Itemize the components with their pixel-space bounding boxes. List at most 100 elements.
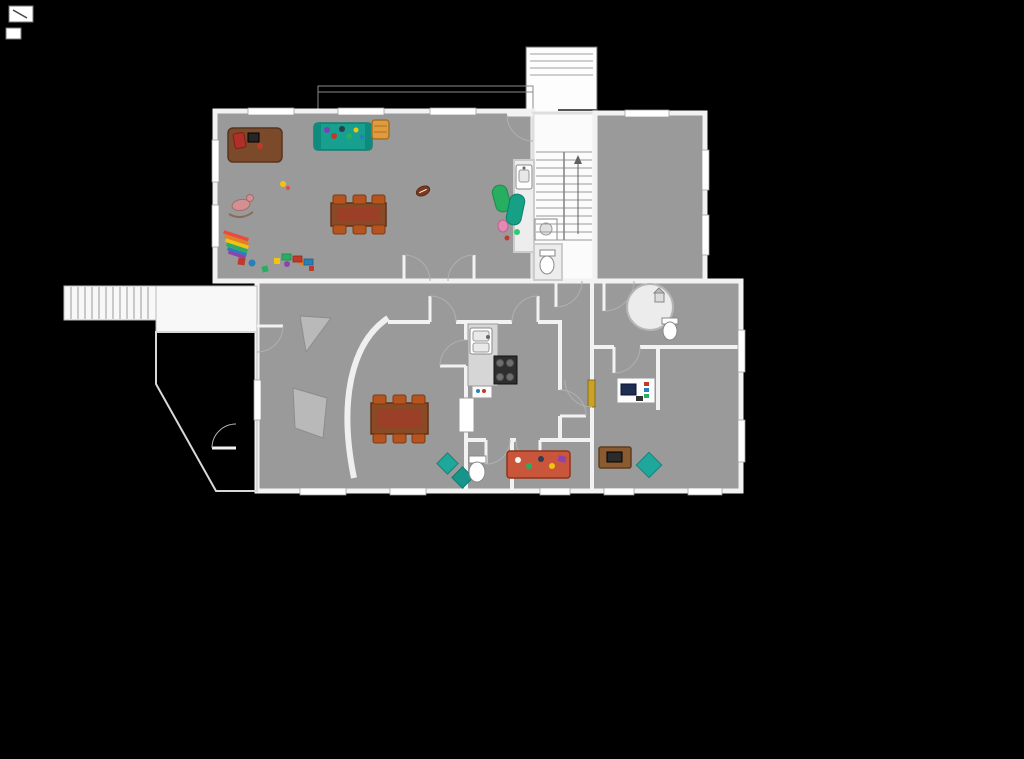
playroom-chair [332,194,347,205]
bench-item [549,463,555,469]
xylophone-bar [226,246,248,257]
door-arc [447,254,475,282]
dining-chair [411,394,426,405]
toy-block [237,257,246,266]
sink-basin [472,342,490,353]
window [247,107,295,116]
bench-item-block [557,455,567,463]
entry-porch [525,46,598,114]
toy-block [309,266,314,271]
xylophone-bar [227,250,247,260]
window [389,487,427,496]
desk-pen-blue [644,388,649,392]
window [253,379,262,421]
balcony-outline [317,85,534,112]
bath-mat [436,452,459,475]
yellow-door-leaf [587,379,596,408]
playroom-chair [352,194,367,205]
toy-red [286,186,290,190]
dining-chair [411,433,426,444]
toy-ball [248,259,256,267]
planter-shape-2 [292,387,328,439]
stove-burner [496,359,504,367]
toy-bench [506,450,571,479]
sofa-toy [359,134,365,140]
playroom-chair [371,224,386,235]
curved-wall [344,315,390,479]
toy-train-car [281,253,292,261]
toy-pink [497,219,509,233]
wc-toilet-bowl [539,255,555,275]
planter-shape-1 [299,315,332,354]
window [701,149,710,191]
toy-train-car [303,258,314,266]
cabinet-red-bag [232,131,247,150]
teal-rug [635,451,663,479]
entry-landing [155,285,258,333]
shower-glyph-roof [652,287,666,294]
bath-sink-faucet [522,166,526,170]
bench-item [538,456,544,462]
door-arc [613,346,641,374]
cart-item-blue [476,389,480,393]
side-terrace-outline [155,331,258,492]
dining-chair [372,394,387,405]
desk-pen-green [644,394,649,398]
toy-basket [371,119,390,140]
toilet-bowl-right [662,321,678,341]
window [687,487,723,496]
desk-pen-red [644,382,649,386]
door-arc [555,280,583,308]
window [603,487,635,496]
toy-green-small [514,229,520,235]
desk-item-dark [636,396,643,401]
bench-item [526,463,532,469]
dining-chair [392,394,407,405]
window [211,139,220,183]
window [737,419,746,463]
window [701,214,710,256]
xylophone-bar [223,230,249,242]
bath-sink-basin [518,169,530,183]
sofa-toy [331,133,337,139]
rocking-horse-body [231,198,251,212]
corner-mark-1-glyph [12,9,28,19]
top-right-room-floor [592,110,708,284]
toy-ball [284,261,290,267]
door-arc [559,389,587,417]
door-arc [403,254,431,282]
terrace-door-arc [211,423,237,449]
playroom-chair [371,194,386,205]
dining-chair [392,433,407,444]
sofa-toy [324,127,330,133]
sofa-toy [346,133,352,139]
stove-burner [496,373,504,381]
playroom-chair [352,224,367,235]
window [429,107,477,116]
window [299,487,347,496]
sofa-arm-right [365,123,372,150]
window [539,487,571,496]
door-arc [564,379,593,408]
window [211,204,220,248]
window [337,107,385,116]
dining-table-runner [377,409,422,428]
sofa-toy [339,126,345,132]
door-arc [256,325,284,353]
sink-faucet [486,335,490,339]
toy-red-small [504,235,510,241]
toy-block [261,265,269,273]
cart-item-red [482,389,486,393]
hanging-coat-teal [505,193,526,226]
xylophone-bar [225,238,249,250]
door-arc [511,295,539,323]
stove-burner [506,373,514,381]
window [624,109,670,118]
door-arc [485,439,511,465]
dining-chair [372,433,387,444]
stair-direction-arrow [574,155,582,164]
bath-mat [451,466,474,489]
xylophone-bar [224,234,249,246]
